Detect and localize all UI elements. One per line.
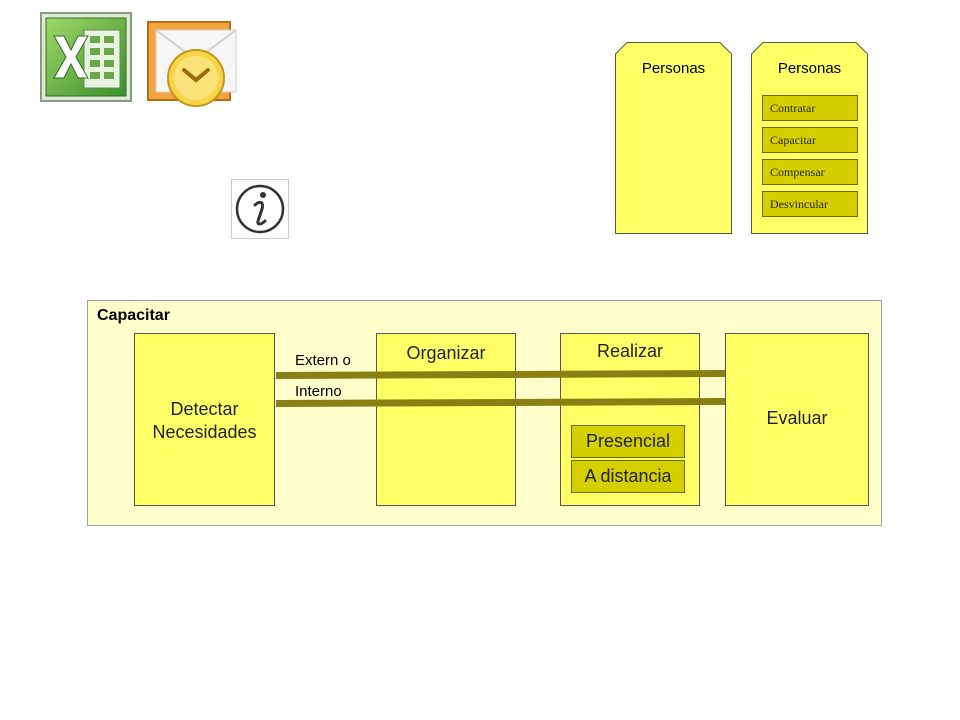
realizar-mode-presencial[interactable]: Presencial <box>571 425 685 458</box>
info-icon[interactable] <box>231 179 289 239</box>
stage-evaluar[interactable] <box>725 333 869 506</box>
stage-label-organizar: Organizar <box>406 343 486 363</box>
realizar-mode-a-distancia[interactable]: A distancia <box>571 460 685 493</box>
stage-organizar[interactable] <box>376 333 516 506</box>
outlook-icon[interactable] <box>146 20 242 110</box>
flow-label-interno: Interno <box>295 383 342 400</box>
menu-item-desvincular[interactable]: Desvincular <box>762 191 858 217</box>
excel-icon[interactable] <box>40 12 132 102</box>
personas-card-1 <box>615 42 732 234</box>
stage-label-detectar: Detectar Necesidades <box>152 399 257 442</box>
stage-detectar-necesidades[interactable] <box>134 333 275 506</box>
menu-item-compensar[interactable]: Compensar <box>762 159 858 185</box>
personas-card-2-title: Personas <box>777 60 842 77</box>
process-title: Capacitar <box>97 307 170 324</box>
stage-label-realizar: Realizar <box>596 341 664 361</box>
menu-item-contratar[interactable]: Contratar <box>762 95 858 121</box>
menu-item-capacitar[interactable]: Capacitar <box>762 127 858 153</box>
flow-label-externo: Extern o <box>295 352 351 369</box>
personas-card-1-title: Personas <box>641 60 706 77</box>
stage-label-evaluar: Evaluar <box>766 408 828 428</box>
